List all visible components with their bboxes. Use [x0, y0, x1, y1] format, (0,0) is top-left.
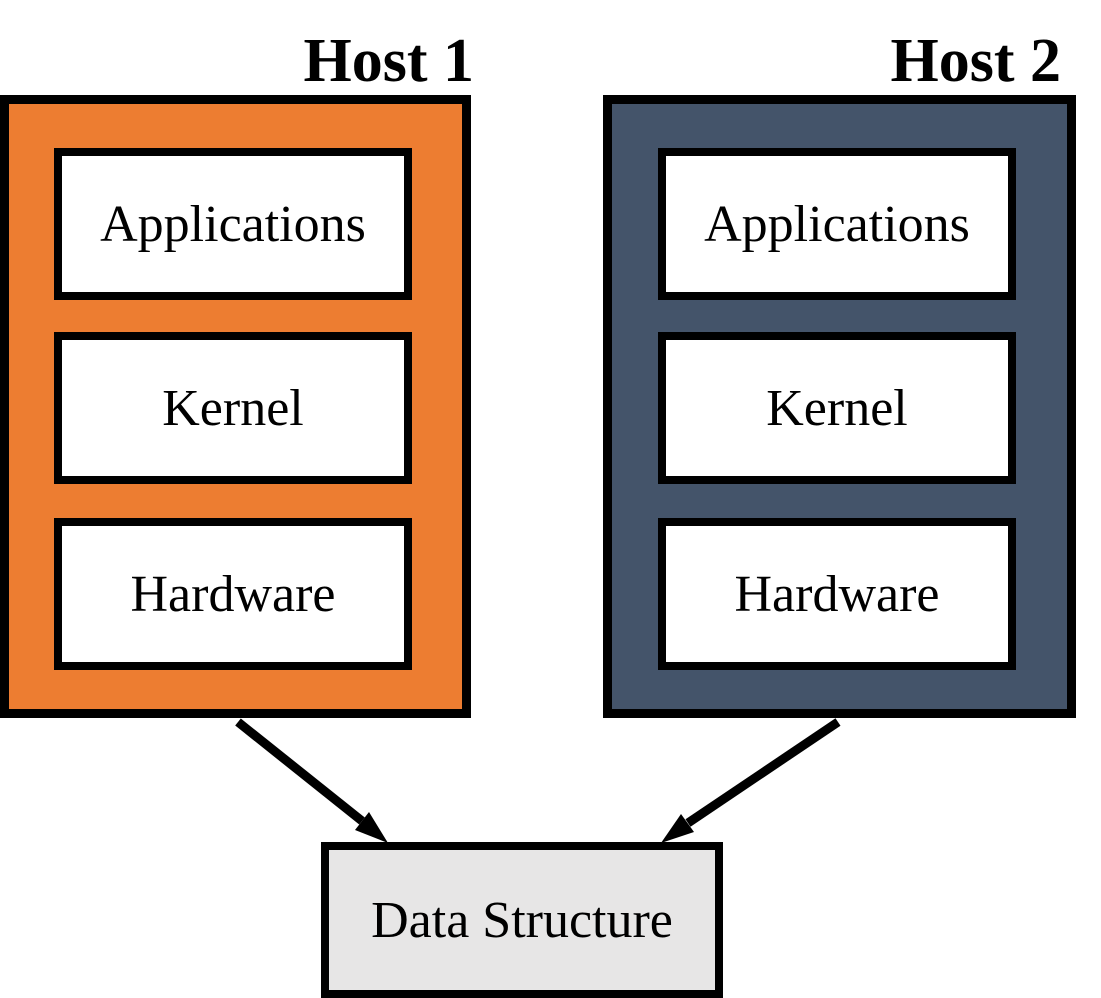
host-1-box: Applications Kernel Hardware	[0, 95, 471, 718]
host-2-title: Host 2	[890, 27, 1062, 95]
host-1-to-data-structure-arrow	[235, 718, 388, 843]
host-1-hardware-layer: Hardware	[54, 518, 412, 670]
data-structure-label: Data Structure	[371, 891, 673, 949]
data-structure-box: Data Structure	[321, 842, 723, 998]
host-2-to-data-structure-arrow	[661, 718, 841, 843]
host-2-box: Applications Kernel Hardware	[603, 95, 1076, 718]
host-2-hardware-layer: Hardware	[658, 518, 1016, 670]
host-2-applications-layer: Applications	[658, 148, 1016, 300]
host-2-kernel-layer: Kernel	[658, 332, 1016, 484]
host-1-title: Host 1	[303, 27, 475, 95]
host-1-applications-layer: Applications	[54, 148, 412, 300]
host-1-kernel-layer: Kernel	[54, 332, 412, 484]
